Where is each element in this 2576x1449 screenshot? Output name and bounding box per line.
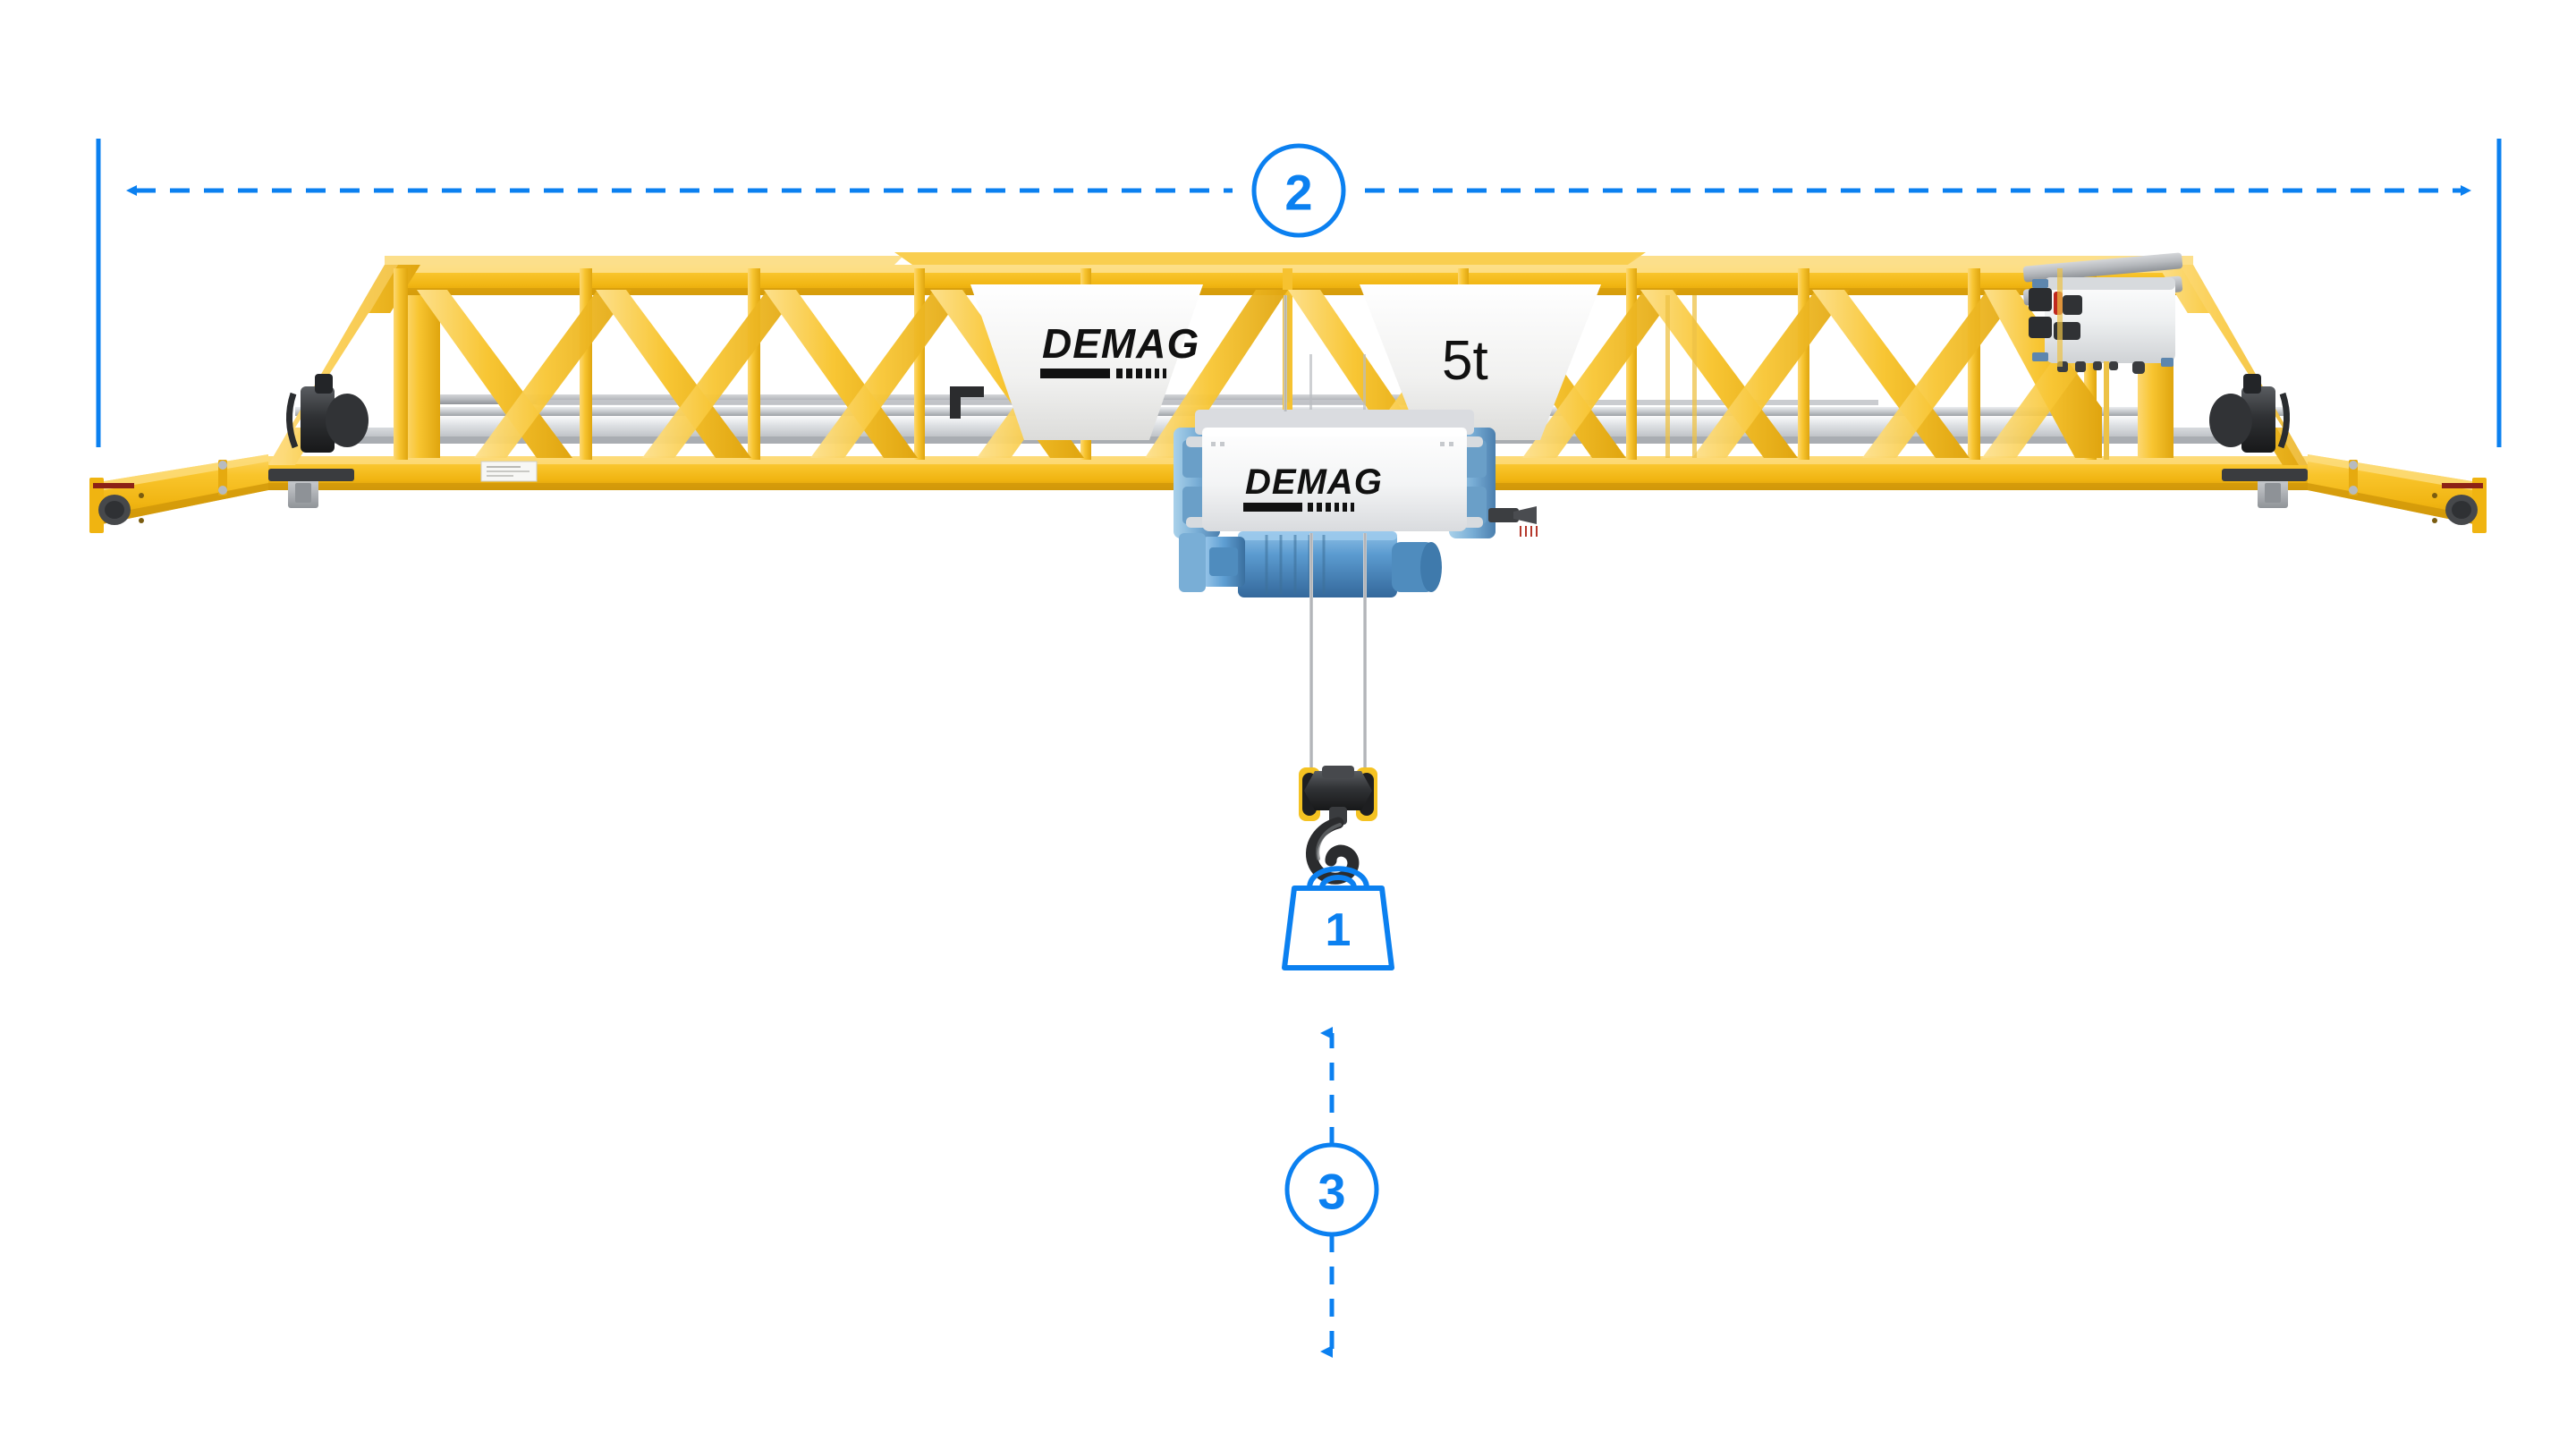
hoist-body: DEMAG [1195, 410, 1474, 531]
load-bag-handle-outer [1307, 866, 1369, 891]
hoist-motor [1179, 531, 1442, 597]
travel-drive-left [286, 374, 369, 453]
callout-2-number: 2 [1284, 165, 1312, 221]
hoist-brand-text: DEMAG [1245, 462, 1383, 502]
callout-1-load[interactable]: 1 [1282, 866, 1394, 970]
control-panel [2022, 252, 2183, 374]
lifting-hook [1306, 817, 1360, 885]
hoist-demag-underline-bar [1243, 503, 1302, 512]
hook-block [1299, 766, 1377, 885]
callout-2-circle[interactable] [1251, 143, 1346, 238]
end-carriage-left [89, 454, 268, 533]
hoist-demag-dot-tail [1308, 503, 1354, 512]
callout-2-span[interactable]: 2 [96, 139, 2502, 447]
cable-hanger [950, 386, 984, 419]
girder-brand-text: DEMAG [1042, 320, 1199, 367]
rope-right [1363, 533, 1367, 773]
hook-block-body [1304, 771, 1372, 810]
panel-droppers [2057, 268, 2109, 460]
capacity-plate-right: 5t [1360, 284, 1601, 440]
callout-3-circle[interactable] [1284, 1142, 1379, 1237]
travel-drive-right [2209, 374, 2290, 453]
callout-1-number: 1 [1326, 904, 1352, 956]
rope-droppers [1285, 295, 1697, 458]
festoon-trolley-left [268, 469, 354, 508]
callout-3-lift[interactable]: 3 [1284, 1027, 1379, 1358]
demag-dot-tail [1116, 369, 1166, 378]
hoist-ropes [1284, 295, 1367, 773]
load-bag-handle-inner [1319, 875, 1357, 891]
capacity-text: 5t [1442, 330, 1488, 392]
end-carriage-right [2308, 454, 2487, 533]
limit-switch [1488, 506, 1538, 537]
hoist-trolley: DEMAG [1174, 410, 1538, 597]
demag-underline-bar [1040, 369, 1110, 378]
festoon-trolley-right [2222, 469, 2308, 508]
rope-left [1309, 533, 1313, 773]
callout-3-number: 3 [1318, 1164, 1345, 1220]
capacity-plate-left: DEMAG [970, 284, 1203, 440]
girder-nameplate [480, 461, 538, 482]
